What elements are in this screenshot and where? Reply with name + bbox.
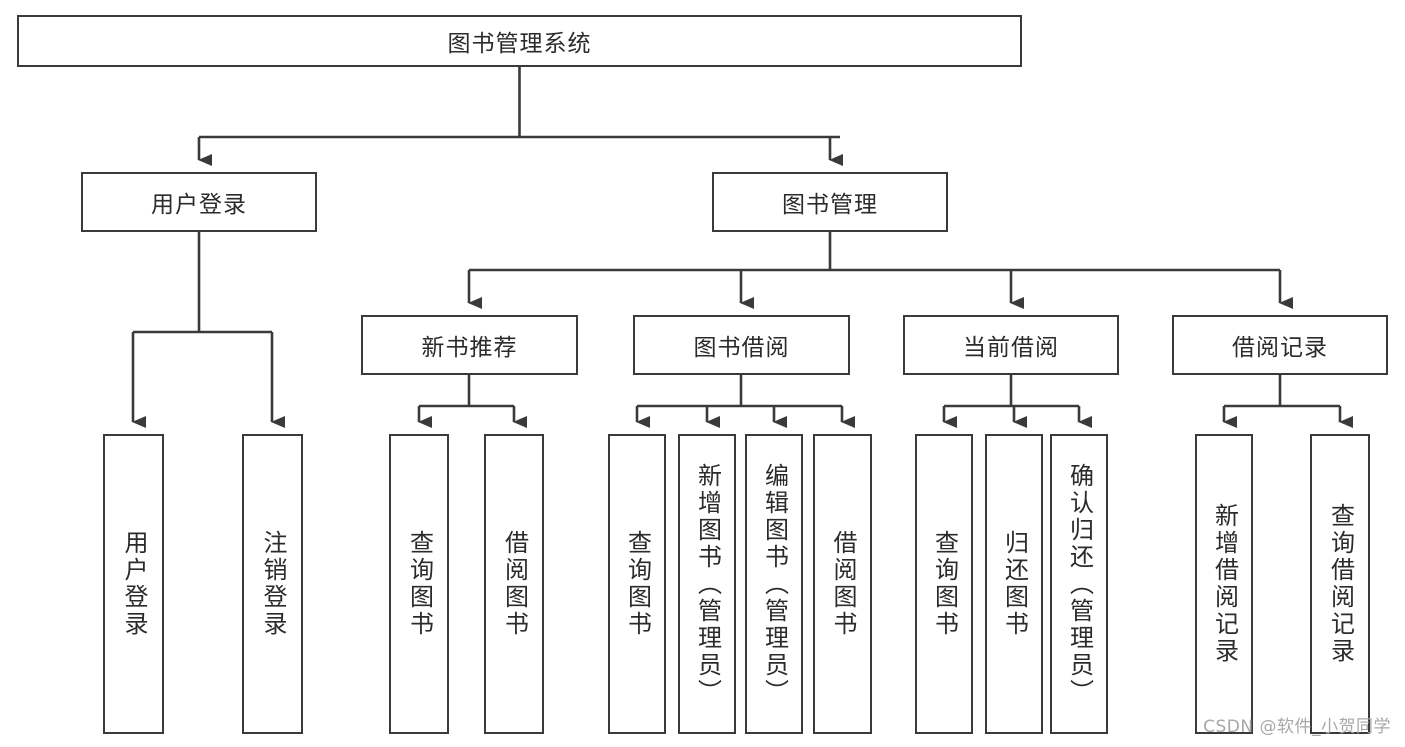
node-leaf-borrow-book-2-label: 借阅图书: [828, 530, 857, 638]
node-user-login-label: 用户登录: [151, 192, 247, 218]
node-user-login[interactable]: 用户登录: [81, 172, 317, 232]
node-leaf-query-book-2[interactable]: 查询图书: [608, 434, 666, 734]
node-book-manage[interactable]: 图书管理: [712, 172, 948, 232]
node-current-borrow[interactable]: 当前借阅: [903, 315, 1119, 375]
csdn-watermark: CSDN @软件_小贺同学: [1203, 717, 1391, 737]
node-root[interactable]: 图书管理系统: [17, 15, 1022, 67]
node-leaf-add-book[interactable]: 新增图书（管理员）: [678, 434, 736, 734]
node-borrow-record[interactable]: 借阅记录: [1172, 315, 1388, 375]
node-root-label: 图书管理系统: [447, 31, 592, 57]
node-new-book-recommend[interactable]: 新书推荐: [361, 315, 578, 375]
node-leaf-borrow-book-1-label: 借阅图书: [500, 530, 529, 638]
node-leaf-edit-book-label: 编辑图书（管理员）: [760, 462, 789, 706]
node-leaf-edit-book[interactable]: 编辑图书（管理员）: [745, 434, 803, 734]
node-leaf-query-book-3-label: 查询图书: [930, 530, 959, 638]
node-leaf-return-book-label: 归还图书: [1000, 530, 1029, 638]
node-leaf-query-book-2-label: 查询图书: [623, 530, 652, 638]
node-leaf-user-login-label: 用户登录: [119, 530, 148, 638]
node-leaf-query-record[interactable]: 查询借阅记录: [1310, 434, 1370, 734]
node-leaf-add-book-label: 新增图书（管理员）: [693, 462, 722, 706]
node-borrow-record-label: 借阅记录: [1232, 335, 1328, 361]
node-current-borrow-label: 当前借阅: [963, 335, 1059, 361]
node-leaf-borrow-book-1[interactable]: 借阅图书: [484, 434, 544, 734]
node-book-borrow[interactable]: 图书借阅: [633, 315, 850, 375]
node-leaf-confirm-return[interactable]: 确认归还（管理员）: [1050, 434, 1108, 734]
node-book-borrow-label: 图书借阅: [693, 335, 790, 361]
node-new-book-recommend-label: 新书推荐: [421, 335, 518, 361]
node-leaf-query-book-3[interactable]: 查询图书: [915, 434, 973, 734]
node-leaf-query-record-label: 查询借阅记录: [1326, 503, 1355, 665]
node-leaf-query-book-1[interactable]: 查询图书: [389, 434, 449, 734]
node-leaf-add-record-label: 新增借阅记录: [1210, 503, 1239, 665]
node-leaf-add-record[interactable]: 新增借阅记录: [1195, 434, 1253, 734]
node-leaf-user-logout-label: 注销登录: [258, 530, 287, 638]
node-leaf-user-logout[interactable]: 注销登录: [242, 434, 303, 734]
node-leaf-borrow-book-2[interactable]: 借阅图书: [813, 434, 872, 734]
node-book-manage-label: 图书管理: [782, 192, 878, 218]
node-leaf-user-login[interactable]: 用户登录: [103, 434, 164, 734]
node-leaf-confirm-return-label: 确认归还（管理员）: [1065, 462, 1094, 706]
node-leaf-return-book[interactable]: 归还图书: [985, 434, 1043, 734]
node-leaf-query-book-1-label: 查询图书: [405, 530, 434, 638]
